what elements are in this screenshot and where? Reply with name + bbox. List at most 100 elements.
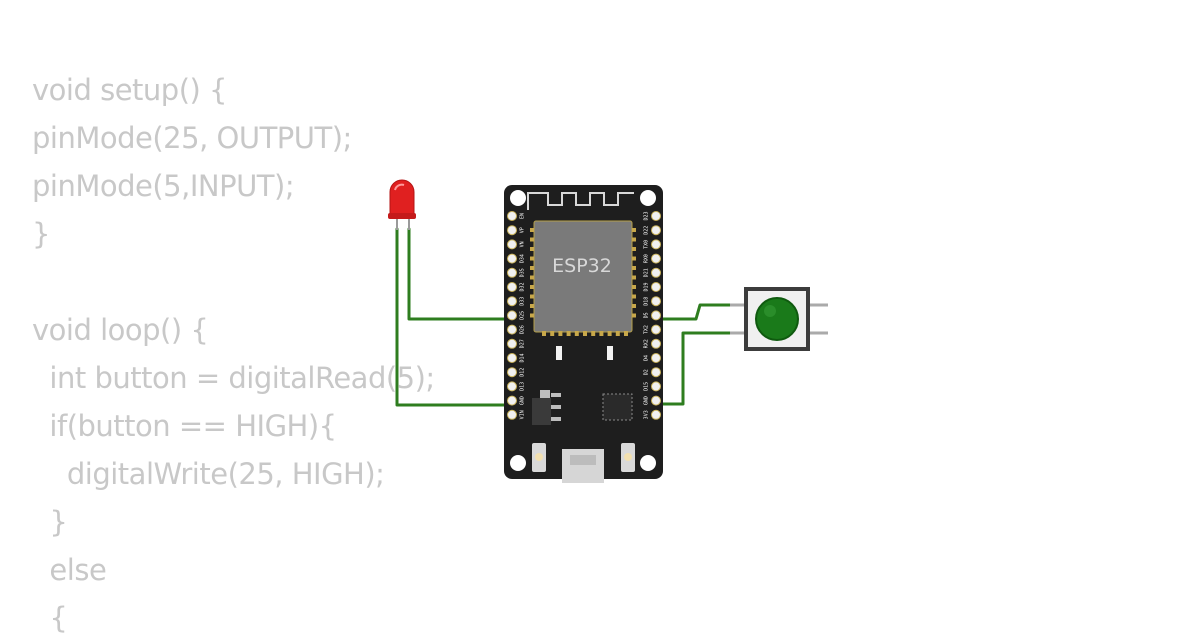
left-pin-d33[interactable] bbox=[507, 296, 517, 307]
pin-label: D2 bbox=[644, 369, 650, 375]
module-pad bbox=[542, 331, 546, 336]
right-pin-d22[interactable] bbox=[651, 225, 661, 236]
pin-label: D4 bbox=[644, 355, 650, 361]
left-pin-vin[interactable] bbox=[507, 409, 517, 420]
right-pin-d4[interactable] bbox=[651, 353, 661, 363]
pin-label: VIN bbox=[520, 410, 526, 419]
pin-label: D22 bbox=[644, 226, 650, 235]
wire-d5-to-button[interactable] bbox=[654, 303, 746, 321]
usb-uart-chip bbox=[602, 393, 633, 421]
mounting-hole-top-right bbox=[640, 190, 656, 206]
boot-button[interactable] bbox=[532, 443, 546, 472]
wire-led-anode-to-d25[interactable] bbox=[407, 227, 513, 321]
module-pad bbox=[530, 313, 534, 318]
pin-label: VP bbox=[520, 227, 526, 233]
mounting-hole-bottom-left bbox=[510, 455, 526, 471]
module-pad bbox=[632, 256, 636, 261]
mounting-hole-top-left bbox=[510, 190, 526, 206]
code-line: int button = digitalRead(5); bbox=[32, 361, 435, 395]
right-pin-header: D23D22TX0RX0D21D19D18D5TX2RX2D4D2D15GND3… bbox=[644, 211, 661, 420]
module-pad bbox=[530, 275, 534, 280]
module-pad bbox=[530, 294, 534, 299]
right-pin-d18[interactable] bbox=[651, 296, 661, 307]
wire-3v3-to-button[interactable] bbox=[654, 331, 746, 406]
module-pad bbox=[550, 331, 555, 336]
pin-label: D34 bbox=[520, 254, 526, 263]
pin-label: RX2 bbox=[644, 339, 650, 348]
right-pin-rx0[interactable] bbox=[651, 253, 661, 264]
wire-led-cathode-to-gnd[interactable] bbox=[395, 227, 513, 407]
module-pad bbox=[615, 331, 620, 336]
left-pin-vp[interactable] bbox=[507, 225, 517, 236]
module-pad bbox=[632, 313, 636, 318]
pushbutton-cap[interactable] bbox=[755, 297, 799, 341]
right-pin-d23[interactable] bbox=[651, 211, 661, 221]
module-pad bbox=[530, 228, 534, 232]
module-pad bbox=[632, 266, 636, 270]
pin-label: EN bbox=[520, 213, 526, 219]
pin-label: D12 bbox=[520, 368, 526, 377]
right-pin-d2[interactable] bbox=[651, 367, 661, 378]
module-pad bbox=[632, 247, 636, 251]
module-pad bbox=[530, 266, 534, 270]
left-pin-gnd[interactable] bbox=[507, 395, 517, 406]
right-pin-tx2[interactable] bbox=[651, 324, 661, 335]
right-pin-tx0[interactable] bbox=[651, 239, 661, 250]
module-pad bbox=[632, 237, 636, 242]
right-pin-d19[interactable] bbox=[651, 282, 661, 292]
code-line: pinMode(5,INPUT); bbox=[32, 169, 295, 203]
pushbutton[interactable] bbox=[730, 287, 828, 351]
module-pad bbox=[591, 331, 596, 336]
pin-label: TX0 bbox=[644, 240, 650, 249]
module-pad bbox=[558, 331, 563, 336]
right-pin-gnd[interactable] bbox=[651, 395, 661, 406]
module-pad bbox=[530, 237, 534, 242]
module-pad bbox=[530, 285, 534, 289]
left-pin-d14[interactable] bbox=[507, 353, 517, 363]
pin-label: D5 bbox=[644, 312, 650, 318]
code-line: void loop() { bbox=[32, 313, 209, 347]
left-pin-d27[interactable] bbox=[507, 338, 517, 349]
module-pad bbox=[632, 228, 636, 232]
left-pin-vn[interactable] bbox=[507, 239, 517, 250]
esp32-board[interactable]: ESP32 ENVPVND34D35D32D33D25D26D27D14D12D… bbox=[504, 185, 663, 483]
module-pad bbox=[530, 304, 534, 308]
left-pin-d35[interactable] bbox=[507, 267, 517, 278]
pin-label: VN bbox=[520, 241, 526, 247]
pin-label: D35 bbox=[520, 268, 526, 277]
module-pad bbox=[530, 256, 534, 261]
right-pin-d21[interactable] bbox=[651, 267, 661, 278]
module-pad bbox=[599, 331, 604, 336]
mounting-hole-bottom-right bbox=[640, 455, 656, 471]
module-pad bbox=[632, 275, 636, 280]
left-pin-d34[interactable] bbox=[507, 253, 517, 264]
left-pin-d32[interactable] bbox=[507, 282, 517, 292]
right-pin-d5[interactable] bbox=[651, 310, 661, 321]
code-listing: void setup() {pinMode(25, OUTPUT);pinMod… bbox=[32, 66, 435, 642]
right-pin-rx2[interactable] bbox=[651, 338, 661, 349]
code-line: if(button == HIGH){ bbox=[32, 409, 337, 443]
left-pin-d13[interactable] bbox=[507, 381, 517, 392]
chip-label: ESP32 bbox=[552, 255, 612, 277]
module-pads bbox=[530, 228, 636, 336]
voltage-regulator bbox=[532, 390, 561, 425]
module-pad bbox=[583, 331, 587, 336]
module-pad bbox=[632, 304, 636, 308]
left-pin-en[interactable] bbox=[507, 211, 517, 221]
led[interactable] bbox=[388, 179, 416, 230]
module-pad bbox=[530, 247, 534, 251]
right-pin-d15[interactable] bbox=[651, 381, 661, 392]
pin-label: D15 bbox=[644, 382, 650, 391]
left-pin-d25[interactable] bbox=[507, 310, 517, 321]
en-button[interactable] bbox=[621, 443, 635, 472]
wires bbox=[395, 227, 746, 407]
code-line: digitalWrite(25, HIGH); bbox=[32, 457, 385, 491]
pin-label: D27 bbox=[520, 339, 526, 348]
pin-label: D26 bbox=[520, 325, 526, 334]
left-pin-d12[interactable] bbox=[507, 367, 517, 378]
right-pin-3v3[interactable] bbox=[651, 409, 661, 420]
pin-label: D19 bbox=[644, 282, 650, 291]
left-pin-d26[interactable] bbox=[507, 324, 517, 335]
module-pad bbox=[632, 285, 636, 289]
